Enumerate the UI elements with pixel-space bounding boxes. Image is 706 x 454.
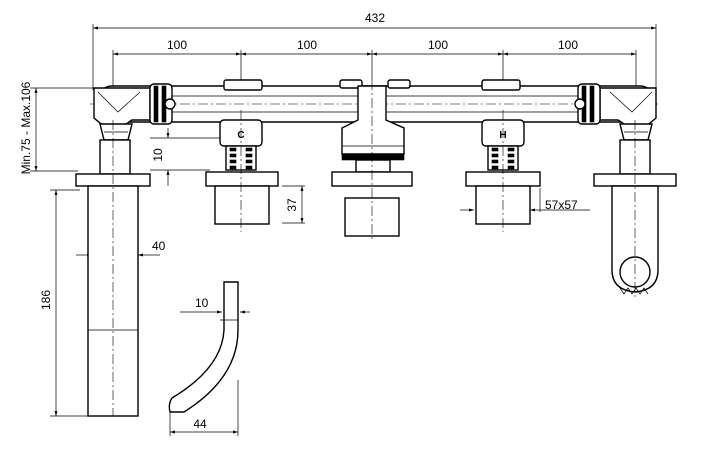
cold-valve: C [205,110,279,232]
dimension-spout-tip: 10 [180,296,250,314]
dim-handle-size: 57x57 [545,198,578,212]
dim-overall-width: 432 [365,11,385,25]
cold-thread [229,147,253,170]
dimension-nut-height: 10 [150,128,228,186]
dimension-overall: 432 [92,11,657,90]
dim-spout-width: 40 [152,239,166,253]
right-elbow [574,83,657,141]
dim-spacing-3: 100 [428,38,448,52]
dimension-handle-height: 37 [282,185,305,224]
dim-spacing-2: 100 [297,38,317,52]
dimension-wall-depth: Min.75 - Max.106 [19,81,96,174]
dimension-spout-reach: 44 [169,380,239,436]
dimension-handle-size: 57x57 [460,188,590,212]
dimension-spout-length: 186 [39,189,88,417]
dimension-spacings: 100 100 100 100 [112,38,637,90]
right-spray [593,120,677,300]
dim-handle-height: 37 [285,198,299,212]
dim-spacing-4: 100 [558,38,578,52]
left-elbow [93,83,176,141]
dim-spout-length: 186 [39,290,53,310]
center-outlet [331,80,413,240]
dim-wall-depth: Min.75 - Max.106 [19,81,33,174]
spout-profile [168,281,239,413]
hot-thread [491,147,515,170]
dimension-spout-width: 40 [76,239,166,257]
dim-spout-reach: 44 [193,417,207,431]
dim-spout-tip: 10 [195,296,209,310]
dim-nut-height: 10 [151,148,165,162]
hot-valve: H [465,110,541,232]
dim-spacing-1: 100 [167,38,187,52]
left-spout [75,120,151,417]
